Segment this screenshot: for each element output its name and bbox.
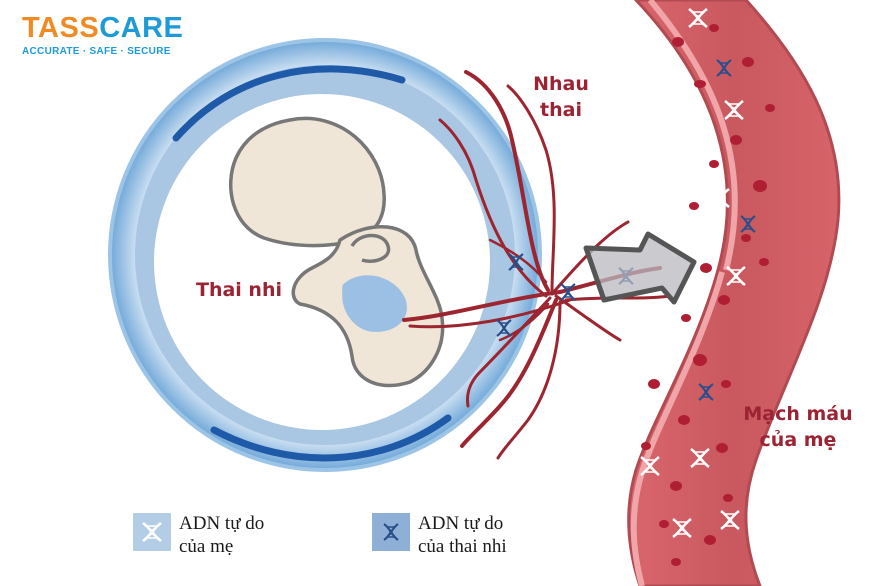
label-placenta: Nhau thai xyxy=(533,73,589,121)
label-maternal-vessel: Mạch máu của mẹ xyxy=(743,403,853,451)
label-fetus: Thai nhi xyxy=(196,279,283,301)
legend-maternal-line2: của mẹ xyxy=(179,535,234,557)
legend-item-fetal-dna: ADN tự do của thai nhi xyxy=(372,513,507,559)
logo-wordmark: TASSCARE xyxy=(22,12,184,44)
legend-item-maternal-dna: ADN tự do của mẹ xyxy=(133,513,264,559)
blood-cells xyxy=(641,24,775,566)
amniotic-sac xyxy=(108,38,542,472)
legend-fetal-line1: ADN tự do xyxy=(418,513,504,534)
transfer-arrow-icon xyxy=(583,231,697,305)
legend-swatch-maternal xyxy=(133,513,171,551)
dna-icon xyxy=(372,513,410,551)
dna-icon xyxy=(133,513,171,551)
legend-swatch-fetal xyxy=(372,513,410,551)
legend-fetal-line2: của thai nhi xyxy=(418,535,507,557)
fetus-illustration xyxy=(228,116,445,388)
brand-logo: TASSCARE ACCURATE · SAFE · SECURE xyxy=(22,12,184,58)
logo-tagline: ACCURATE · SAFE · SECURE xyxy=(22,46,171,57)
maternal-blood-vessel xyxy=(627,0,841,586)
legend-maternal-line1: ADN tự do xyxy=(179,513,265,534)
